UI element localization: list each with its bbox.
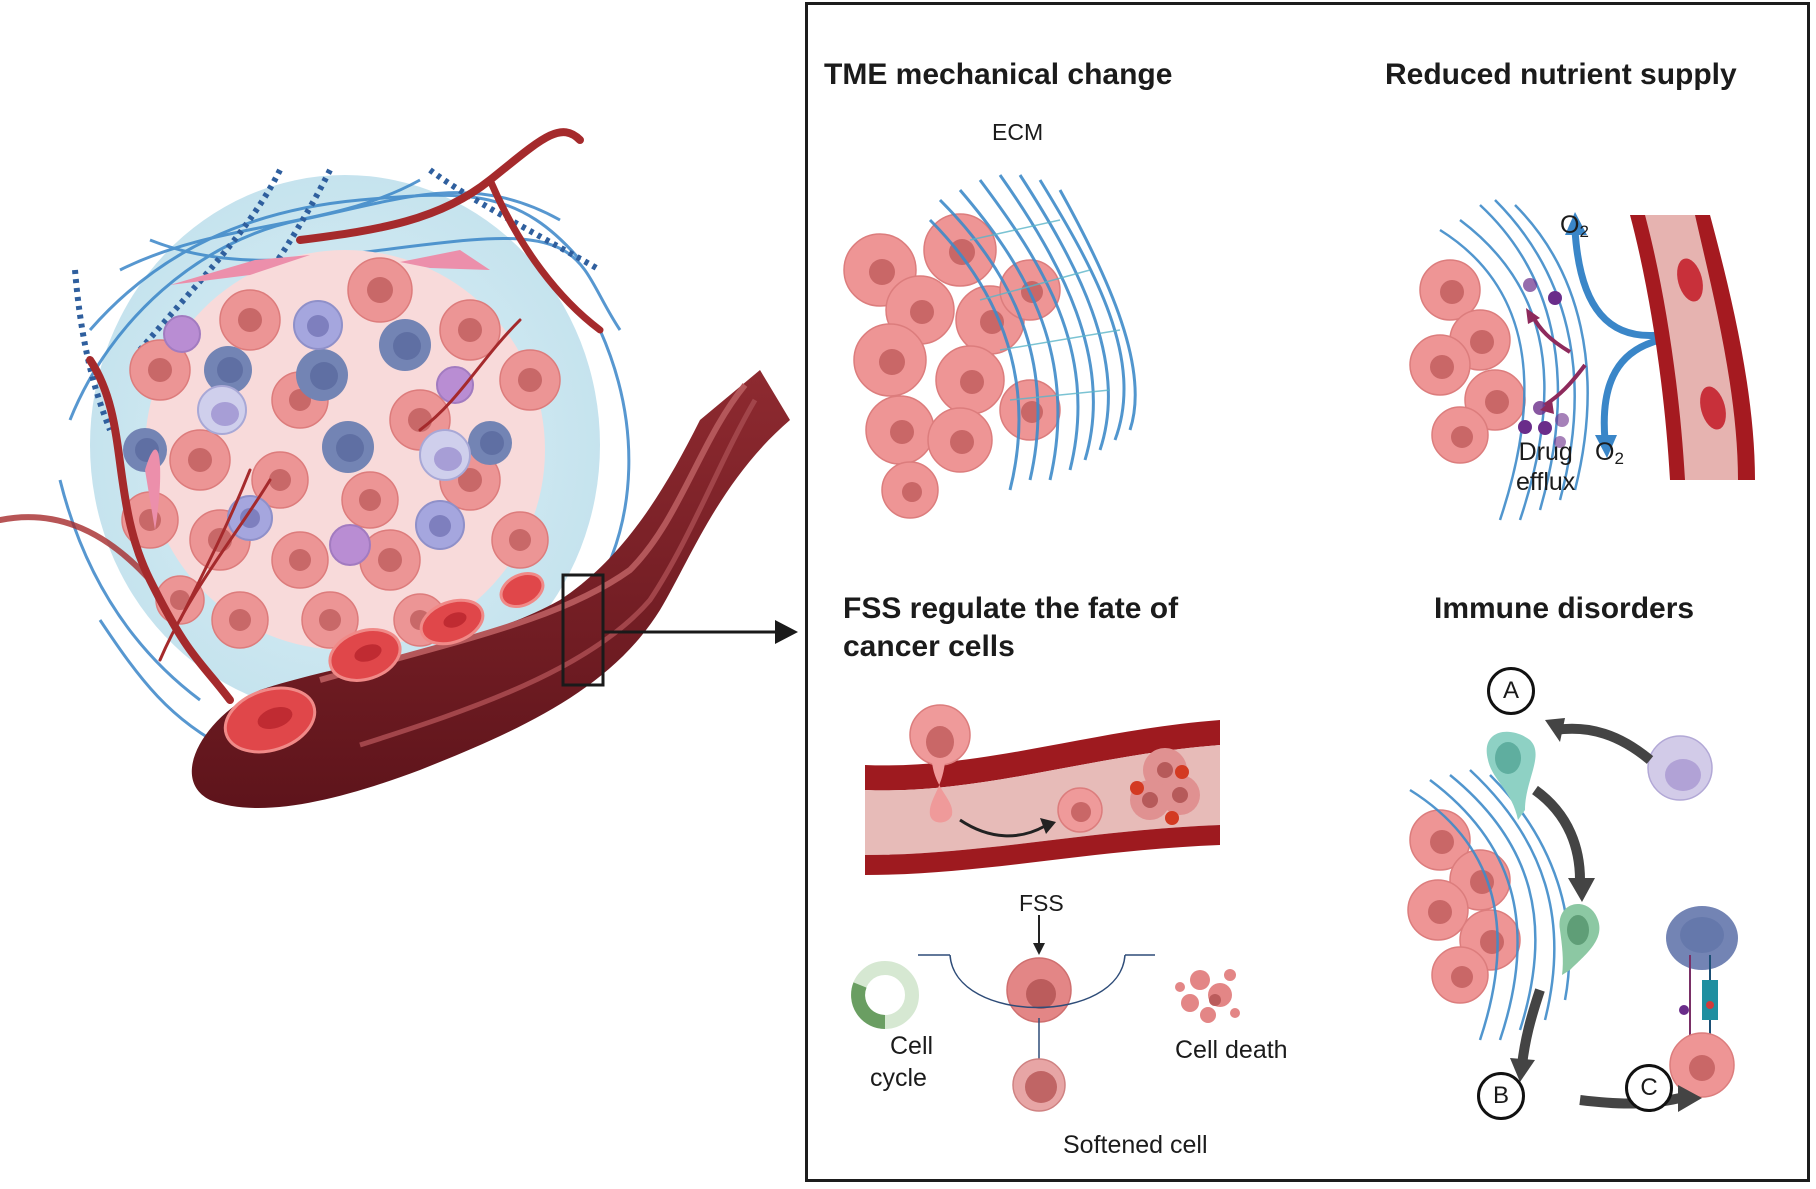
immature-immune-cell xyxy=(1647,735,1713,801)
drug-arrow-head-down xyxy=(1540,400,1554,414)
cancer-cell-cluster xyxy=(1407,809,1521,1004)
o2-bottom-label: O2 xyxy=(1595,437,1624,474)
zoom-region-callout-box xyxy=(561,573,605,687)
vessel-wall-bottom xyxy=(865,825,1220,875)
softened-cell-label: Softened cell xyxy=(1063,1131,1208,1159)
node-c: C xyxy=(1625,1064,1673,1112)
arrow-head-to-fibroblast xyxy=(1568,878,1595,902)
panel-title-reduced-nutrient-supply: Reduced nutrient supply xyxy=(1385,58,1737,91)
ecm-fiber-bundle xyxy=(1439,199,1589,521)
arrow-head-to-b xyxy=(1510,1058,1535,1082)
o2-top-label: O2 xyxy=(1560,210,1589,247)
tme-mechanical-illustration xyxy=(843,174,1137,519)
fss-arrow-head xyxy=(1033,943,1045,955)
drug-arrow-head-up xyxy=(1526,308,1540,324)
ecm-bead-chains xyxy=(72,167,602,432)
nutrient-supply-illustration xyxy=(1409,199,1755,521)
cell-cycle-line2: cycle xyxy=(870,1064,927,1092)
drug-efflux-label: Drug efflux xyxy=(1516,437,1575,497)
vessel-wall-top xyxy=(865,720,1220,791)
panel-title-immune-disorders: Immune disorders xyxy=(1434,592,1695,625)
cell-cycle-label: Cell cycle xyxy=(870,1030,933,1094)
arrow-head-to-a xyxy=(1545,718,1565,742)
oxygen-arrows xyxy=(1571,229,1661,441)
drug-molecules xyxy=(1518,278,1569,448)
panel-title-fss-fate: FSS regulate the fate of cancer cells xyxy=(843,590,1178,666)
red-blood-cells xyxy=(223,572,545,754)
vessel-lumen xyxy=(865,745,1220,855)
fss-title-line1: FSS regulate the fate of xyxy=(843,592,1179,625)
fss-label: FSS xyxy=(1019,890,1064,916)
node-b: B xyxy=(1477,1072,1525,1120)
fibroblasts xyxy=(145,250,490,530)
ecm-label: ECM xyxy=(992,119,1044,145)
softened-cell-icon xyxy=(1012,1058,1066,1112)
fate-connector-arc xyxy=(949,954,1126,1009)
migration-arrow xyxy=(959,818,1046,838)
drug-efflux-line2: efflux xyxy=(1516,468,1576,496)
capillaries xyxy=(0,128,604,704)
cell-cycle-line1: Cell xyxy=(890,1032,934,1060)
migration-arrow-head xyxy=(1040,818,1056,834)
lymphocytes xyxy=(123,319,512,473)
extravasating-cell xyxy=(909,704,971,823)
fibroblast-top xyxy=(1486,731,1536,820)
blood-vessel-segment xyxy=(1630,215,1755,480)
immune-disorders-illustration xyxy=(1407,718,1738,1112)
oxygen-arrow-head-up xyxy=(1565,212,1587,235)
o2-bottom-text: O xyxy=(1595,438,1615,466)
o2-bottom-subscript: 2 xyxy=(1614,449,1624,468)
o2-top-subscript: 2 xyxy=(1579,222,1589,241)
dendritic-cells xyxy=(163,300,474,566)
oxygen-arrow-head-down xyxy=(1595,435,1617,458)
tumor-microenvironment-illustration xyxy=(0,128,798,809)
ecm-crosslinks xyxy=(969,219,1121,401)
fss-vessel-illustration xyxy=(865,704,1220,875)
cancer-cell-cluster xyxy=(1409,259,1526,464)
ecm-fiber-bundle xyxy=(928,174,1137,491)
cell-death-label: Cell death xyxy=(1175,1036,1288,1064)
cell-cycle-icon xyxy=(851,961,919,1029)
fss-fate-diagram xyxy=(851,915,1240,1112)
fss-title-line2: cancer cells xyxy=(843,630,1015,663)
cell-death-icon xyxy=(1175,969,1240,1023)
t-cell-tumor-interaction xyxy=(1666,906,1738,1098)
panel-title-tme-mechanical-change: TME mechanical change xyxy=(824,58,1173,91)
circulating-tumor-cell xyxy=(1057,787,1103,833)
arrow-head-to-c xyxy=(1678,1085,1702,1112)
node-a: A xyxy=(1487,667,1535,715)
callout-arrow-head xyxy=(775,620,798,644)
cancer-cell-cluster xyxy=(843,213,1061,519)
blood-vessel xyxy=(191,370,790,809)
granulocytes xyxy=(197,385,471,481)
panel-frame xyxy=(805,2,1810,1182)
stressed-cancer-cell xyxy=(1006,957,1072,1023)
fibroblast-bottom xyxy=(1559,903,1600,975)
drug-efflux-line1: Drug xyxy=(1518,438,1573,466)
cell-cluster-with-platelets xyxy=(1130,748,1200,825)
o2-top-text: O xyxy=(1560,211,1580,239)
